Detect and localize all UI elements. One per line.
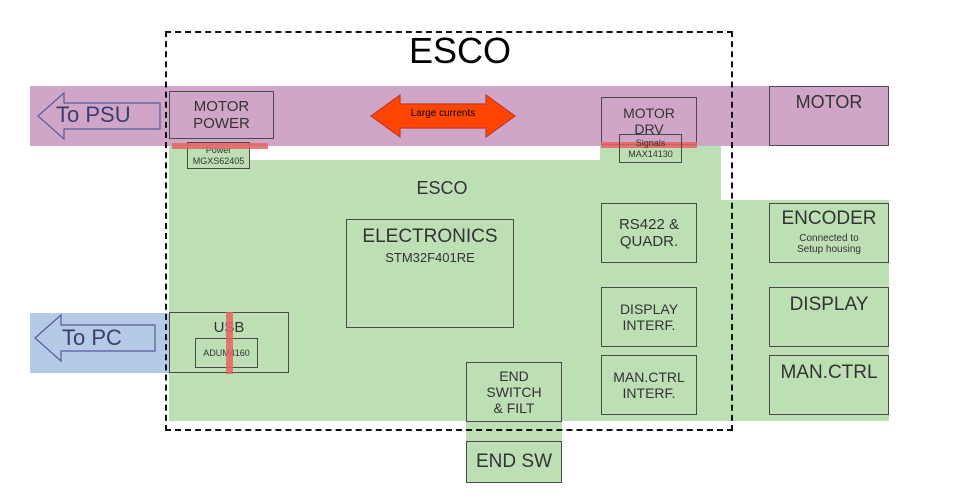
board-label: ESCO (416, 178, 468, 198)
ext-display-block: DISPLAY (769, 287, 889, 347)
display-interf-block: DISPLAY INTERF. (601, 287, 697, 347)
rs422-quadr-block: RS422 & QUADR. (601, 203, 697, 263)
end-switch-filt-block: END SWITCH & FILT (466, 362, 562, 422)
large-currents-label: Large currents (410, 108, 476, 119)
ext-motor-block: MOTOR (769, 86, 889, 146)
electronics-block: ELECTRONICS STM32F401RE (346, 219, 514, 328)
power-band-right (721, 86, 889, 146)
signals-chip-block: Signals MAX14130 (619, 134, 682, 163)
ext-manctrl-block: MAN.CTRL (769, 355, 889, 415)
power-chip-block: Power MGXS62405 (187, 142, 250, 169)
to-pc-label: To PC (62, 325, 122, 350)
to-pc-arrow-icon (34, 313, 156, 363)
page-title: ESCO (408, 30, 512, 71)
motor-power-block: MOTOR POWER (169, 91, 274, 139)
ext-encoder-block: ENCODER Connected to Setup housing (769, 203, 889, 263)
signals-red-marker (601, 142, 697, 148)
usb-red-marker (226, 312, 233, 374)
ext-end-sw-block: END SW (466, 441, 562, 483)
power-red-marker (172, 143, 268, 149)
manctrl-interf-block: MAN.CTRL INTERF. (601, 355, 697, 415)
esco-enclosure (165, 31, 733, 431)
board-bottom-stub (466, 421, 562, 441)
to-psu-label: To PSU (56, 102, 131, 127)
board-top-white-notch (250, 146, 600, 160)
large-currents-arrow-icon (369, 93, 517, 139)
motor-drv-block: MOTOR DRV (601, 97, 697, 145)
to-psu-arrow-icon (37, 91, 161, 141)
board-bridge (721, 200, 889, 421)
esco-board (169, 146, 721, 421)
